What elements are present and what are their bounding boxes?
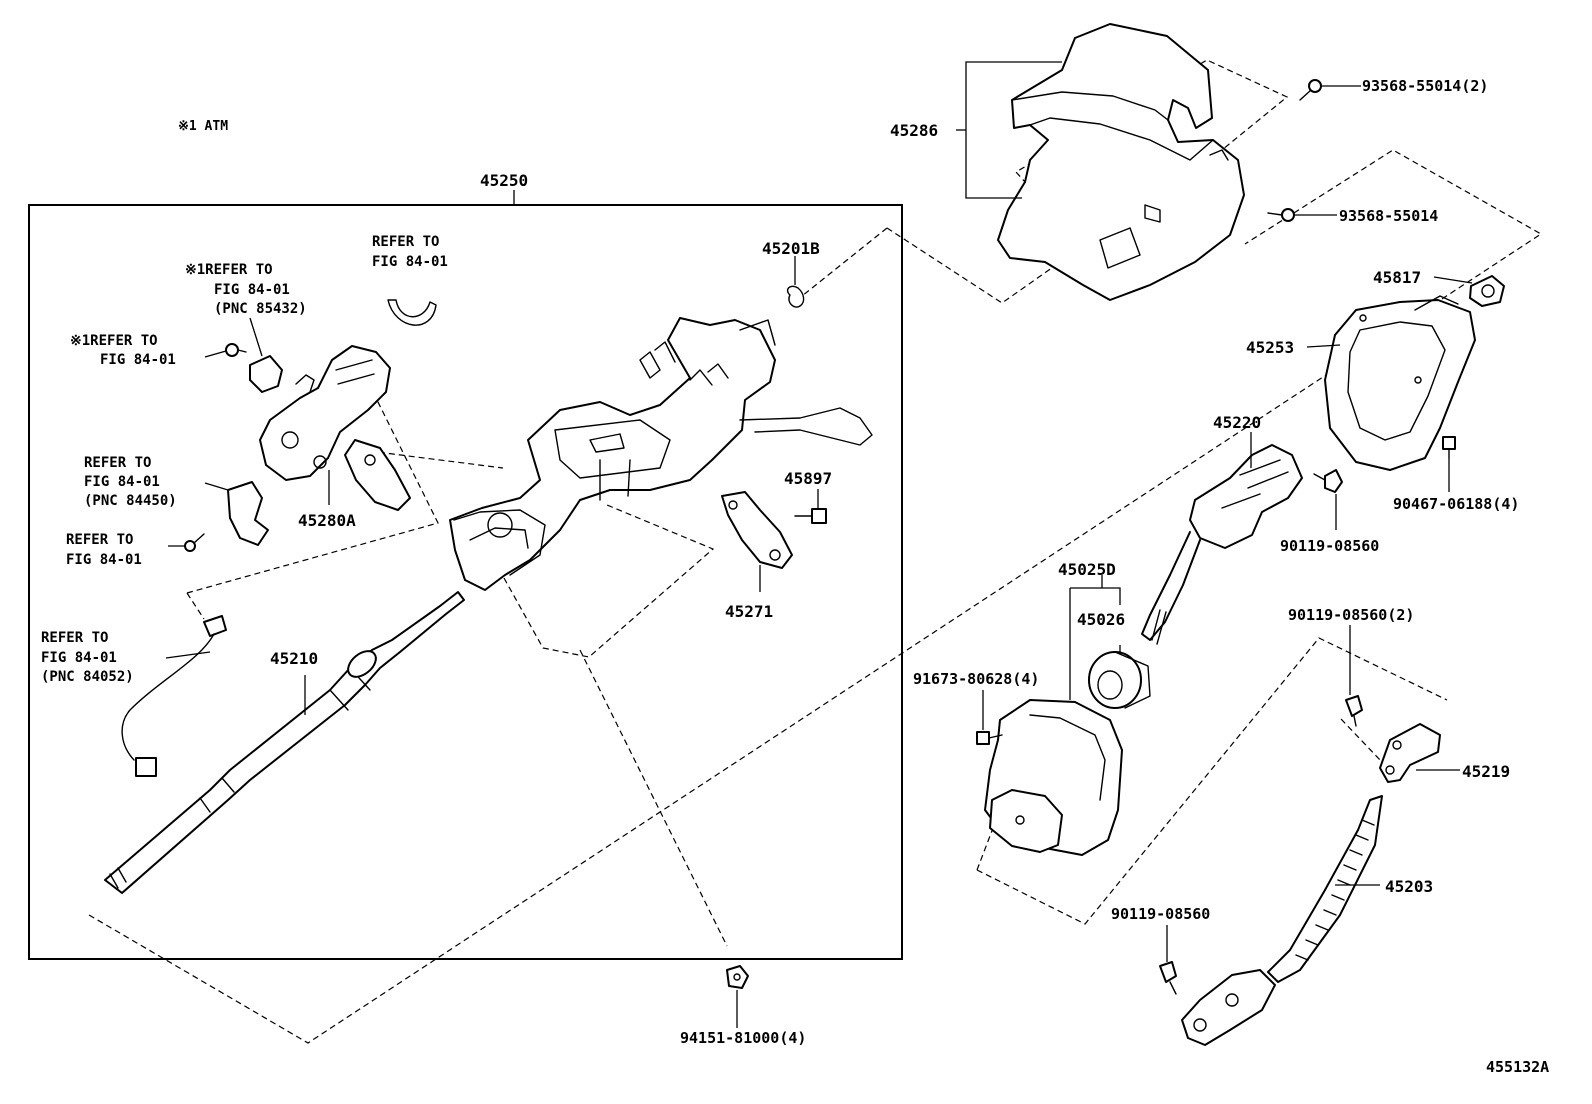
label-45271: 45271 [725,602,773,621]
label-93568-55014: 93568-55014 [1339,207,1438,225]
bracket-45271[interactable] [721,491,793,569]
label-45210: 45210 [270,649,318,668]
column-cover-45286[interactable] [997,23,1245,301]
lock-cylinder-assembly[interactable] [259,345,391,481]
label-45219: 45219 [1462,762,1510,781]
svg-text:FIG 84-01: FIG 84-01 [84,474,160,490]
svg-text:FIG 84-01: FIG 84-01 [66,552,142,568]
bolt-90119-08560-lower[interactable] [1159,961,1177,995]
svg-text:FIG 84-01: FIG 84-01 [372,254,448,270]
refer-note-4[interactable]: REFER TO FIG 84-01 (PNC 84450) [84,455,177,509]
svg-text:REFER TO: REFER TO [66,532,133,548]
svg-text:(PNC 84450): (PNC 84450) [84,493,177,509]
bushing-45026[interactable] [1088,651,1151,709]
intermediate-shaft-45220[interactable] [1141,444,1303,645]
svg-text:REFER TO: REFER TO [372,234,439,250]
svg-text:FIG 84-01: FIG 84-01 [100,352,176,368]
refer-note-1[interactable]: REFER TO FIG 84-01 [372,234,448,270]
refer-note-6[interactable]: REFER TO FIG 84-01 (PNC 84052) [41,630,134,685]
label-93568-55014-2: 93568-55014(2) [1362,77,1488,95]
bolt-90467-06188[interactable] [1442,436,1456,459]
label-45025D: 45025D [1058,560,1116,579]
bracket-45280A[interactable] [344,439,411,511]
label-45280A: 45280A [298,511,356,530]
clip-45201B[interactable] [786,285,805,308]
main-shaft-45210[interactable] [104,591,465,894]
refer-note-3[interactable]: ※1REFER TO FIG 84-01 [70,333,176,368]
refer-note-5[interactable]: REFER TO FIG 84-01 [66,532,142,568]
label-45286: 45286 [890,121,938,140]
svg-text:(PNC 85432): (PNC 85432) [214,301,307,317]
label-45253: 45253 [1246,338,1294,357]
label-45250: 45250 [480,171,528,190]
dust-seal-45025D[interactable] [984,699,1123,856]
bolt-90119-08560-2[interactable] [1345,695,1363,727]
label-94151-81000: 94151-81000(4) [680,1029,806,1047]
label-90467-06188: 90467-06188(4) [1393,495,1519,513]
label-45201B: 45201B [762,239,820,258]
svg-text:※1REFER TO: ※1REFER TO [185,262,273,278]
label-45220: 45220 [1213,413,1261,432]
refer-note-2[interactable]: ※1REFER TO FIG 84-01 (PNC 85432) [185,262,307,317]
screw-ref-5[interactable] [184,533,205,552]
svg-text:FIG 84-01: FIG 84-01 [214,282,290,298]
bolt-45897[interactable] [794,508,827,524]
cover-45253[interactable] [1324,295,1476,471]
label-91673-80628: 91673-80628(4) [913,670,1039,688]
label-90119-08560-2: 90119-08560(2) [1288,606,1414,624]
assembly-45250-frame [28,204,903,960]
screw-93568-55014[interactable] [1267,208,1295,222]
atm-note: ※1 ATM [178,119,228,134]
label-45026: 45026 [1077,610,1125,629]
label-45203: 45203 [1385,877,1433,896]
sensor-harness-84052[interactable] [121,615,227,777]
label-90119-08560-a: 90119-08560 [1280,537,1379,555]
lower-shaft-45203[interactable] [1181,795,1383,1046]
svg-text:※1REFER TO: ※1REFER TO [70,333,158,349]
label-45817: 45817 [1373,268,1421,287]
label-90119-08560-b: 90119-08560 [1111,905,1210,923]
clamp-84450[interactable] [227,481,269,546]
steering-column-body[interactable] [449,317,873,591]
nut-94151-81000[interactable] [726,965,749,989]
screw-93568-55014-2[interactable] [1299,79,1322,101]
bolt-91673-80628[interactable] [976,731,1003,745]
diagram-id: 455132A [1486,1058,1549,1076]
joint-45219[interactable] [1379,723,1441,783]
screw-ref-3[interactable] [225,343,247,357]
label-45897: 45897 [784,469,832,488]
clamp-85432[interactable] [249,355,283,393]
bolt-90119-08560-upper[interactable] [1313,469,1343,493]
svg-text:FIG 84-01: FIG 84-01 [41,650,117,666]
clamp-45817[interactable] [1469,275,1505,307]
dashed-guide-lines [88,59,1543,1044]
svg-text:REFER TO: REFER TO [41,630,108,646]
svg-text:REFER TO: REFER TO [84,455,151,471]
svg-text:(PNC 84052): (PNC 84052) [41,669,134,685]
clip-84-01[interactable] [387,299,437,326]
